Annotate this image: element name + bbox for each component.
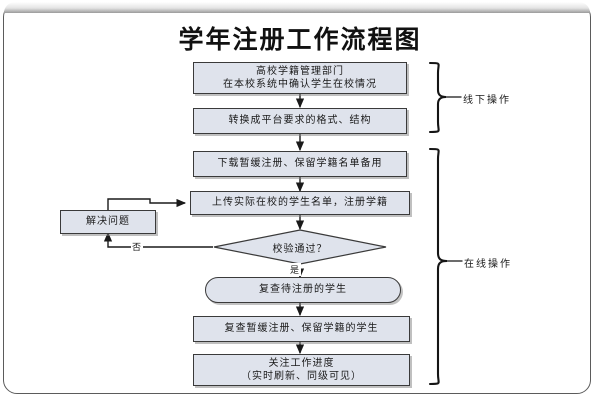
- flow-node-confirm-enrollment[interactable]: 高校学籍管理部门 在本校系统中确认学生在校情况: [193, 62, 407, 94]
- flow-node-upload-student-list[interactable]: 上传实际在校的学生名单，注册学籍: [190, 191, 410, 215]
- flow-node-text-line1: 校验通过？: [272, 243, 328, 255]
- flow-node-text-line1: 解决问题: [86, 216, 130, 228]
- flow-node-convert-format[interactable]: 转换成平台要求的格式、结构: [193, 108, 407, 134]
- flow-node-track-progress[interactable]: 关注工作进度 （实时刷新、同级可见）: [193, 354, 410, 386]
- flow-node-text-line2: （实时刷新、同级可见）: [241, 371, 362, 382]
- flow-node-validation-decision[interactable]: 校验通过？: [213, 229, 387, 265]
- flow-node-text-line1: 关注工作进度: [268, 357, 335, 369]
- flow-node-text-line1: 高校学籍管理部门: [256, 65, 344, 77]
- flow-node-text-line1: 复查暂缓注册、保留学籍的学生: [224, 323, 379, 335]
- flow-node-text-line2: 在本校系统中确认学生在校情况: [223, 79, 377, 90]
- edge-label-yes: 是: [289, 263, 302, 276]
- page-title: 学年注册工作流程图: [178, 25, 422, 54]
- flow-node-review-deferred-students[interactable]: 复查暂缓注册、保留学籍的学生: [193, 316, 410, 342]
- flow-node-text-line1: 上传实际在校的学生名单，注册学籍: [212, 197, 388, 209]
- group-label-offline: 线下操作: [463, 95, 511, 106]
- flow-node-review-pending-students[interactable]: 复查待注册的学生: [205, 277, 401, 303]
- edge-label-no: 否: [131, 240, 144, 253]
- flow-node-text-line1: 下载暂缓注册、保留学籍名单备用: [217, 158, 383, 170]
- flow-node-download-deferred-list[interactable]: 下载暂缓注册、保留学籍名单备用: [193, 151, 407, 177]
- flow-node-text-line1: 复查待注册的学生: [259, 284, 347, 296]
- frame-top-highlight: [4, 2, 590, 13]
- group-label-online: 在线操作: [464, 259, 512, 270]
- flow-node-text-line1: 转换成平台要求的格式、结构: [228, 115, 372, 127]
- flow-node-resolve-issue[interactable]: 解决问题: [60, 210, 156, 234]
